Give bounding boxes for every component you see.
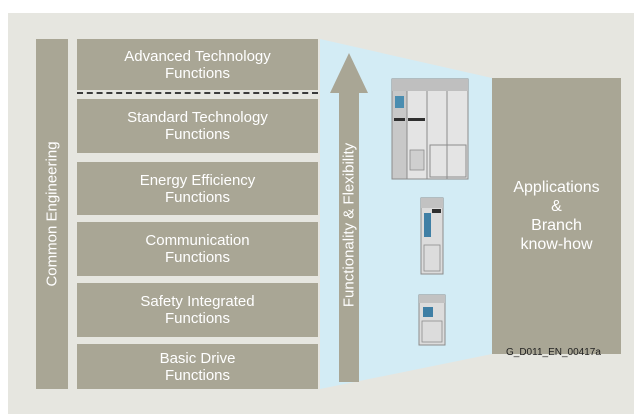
drive-small-icon [418,294,446,346]
figure-code: G_D011_EN_00417a [506,347,601,358]
common-engineering-label: Common Engineering [43,141,61,287]
function-label: Basic Drive Functions [159,349,236,384]
function-box-energy-efficiency: Energy Efficiency Functions [77,162,318,215]
function-box-advanced-technology: Advanced Technology Functions [77,39,318,90]
function-label: Safety Integrated Functions [140,293,255,327]
function-label: Communication Functions [145,232,250,266]
function-label: Standard Technology Functions [127,109,268,143]
function-box-communication: Communication Functions [77,222,318,276]
applications-label: Applications & Branch know-how [513,179,600,253]
function-box-safety-integrated: Safety Integrated Functions [77,283,318,337]
applications-box: Applications & Branch know-how [492,78,621,354]
functionality-flexibility-label: Functionality & Flexibility [340,142,358,308]
common-engineering-bar: Common Engineering [36,39,68,389]
function-box-basic-drive: Basic Drive Functions [77,344,318,389]
function-label: Energy Efficiency Functions [139,171,256,206]
dashed-separator [77,92,318,94]
drive-large-icon [391,78,469,180]
drive-medium-icon [420,197,444,275]
function-box-standard-technology: Standard Technology Functions [77,99,318,153]
function-label: Advanced Technology Functions [124,47,271,82]
